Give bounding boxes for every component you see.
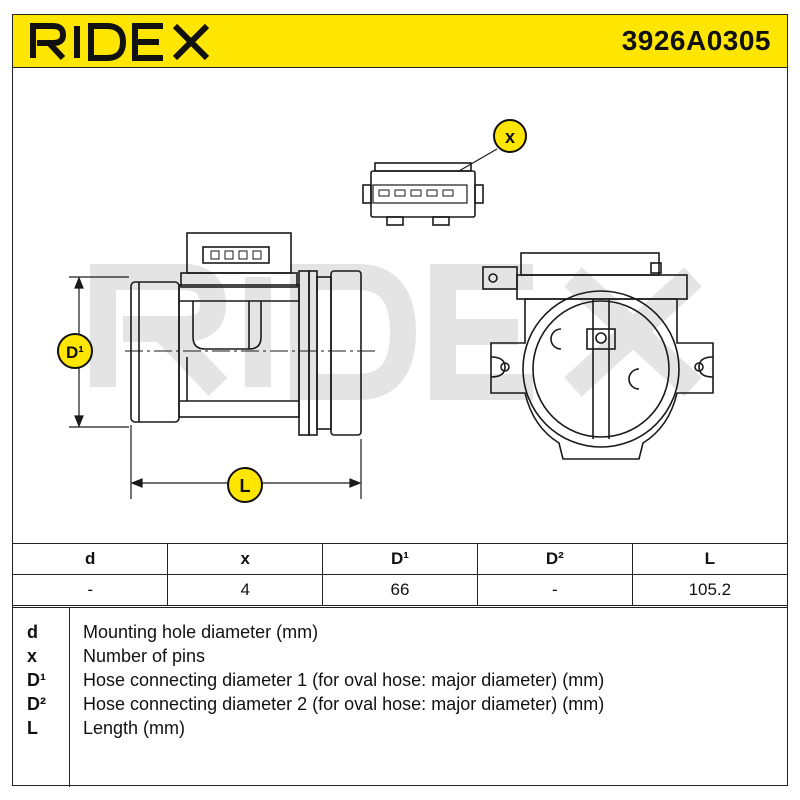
spec-value-d2: - (476, 574, 633, 606)
part-number: 3926A0305 (621, 25, 771, 56)
spec-header-d1: D¹ (322, 543, 478, 575)
technical-drawing: x D¹ L (13, 67, 787, 543)
spec-value-row: - 4 66 - 105.2 (13, 574, 787, 606)
legend-symbol: D¹ (27, 670, 46, 690)
callout-length-label: L (240, 476, 251, 496)
sensor-front-view (482, 252, 714, 460)
legend: d Mounting hole diameter (mm) x Number o… (13, 607, 787, 788)
spec-header-l: L (631, 543, 787, 575)
spec-header-d: d (13, 543, 169, 575)
spec-header-x: x (167, 543, 324, 575)
callout-pins: x (493, 119, 527, 153)
legend-symbol: x (27, 646, 38, 666)
callout-d1-label: D¹ (66, 343, 84, 362)
legend-description: Number of pins (83, 646, 206, 666)
header-banner: 3926A0305 (13, 15, 787, 68)
ridex-watermark (90, 264, 702, 400)
legend-description: Mounting hole diameter (mm) (83, 622, 319, 642)
legend-description: Hose connecting diameter 2 (for oval hos… (83, 694, 605, 714)
legend-description: Length (mm) (83, 718, 186, 738)
sensor-side-view (125, 232, 375, 436)
legend-symbol: d (27, 622, 38, 642)
specification-table: d x D¹ D² L - 4 66 - 105.2 (13, 543, 787, 606)
spec-value-d1: 66 (322, 574, 478, 606)
legend-divider (69, 608, 70, 787)
drawing-canvas: x D¹ L (57, 119, 714, 503)
spec-header-d2: D² (476, 543, 633, 575)
legend-description: Hose connecting diameter 1 (for oval hos… (83, 670, 605, 690)
spec-header-row: d x D¹ D² L (13, 543, 787, 575)
callout-d1: D¹ (57, 333, 93, 369)
callout-pins-label: x (505, 127, 515, 147)
datasheet-frame: 3926A0305 (12, 14, 788, 788)
legend-symbol: D² (27, 694, 46, 714)
connector-detail (362, 148, 498, 226)
spec-value-l: 105.2 (631, 574, 787, 606)
spec-value-d: - (13, 574, 169, 606)
ridex-logo (30, 23, 210, 61)
spec-value-x: 4 (167, 574, 324, 606)
legend-symbol: L (27, 718, 38, 738)
callout-length: L (227, 467, 263, 503)
